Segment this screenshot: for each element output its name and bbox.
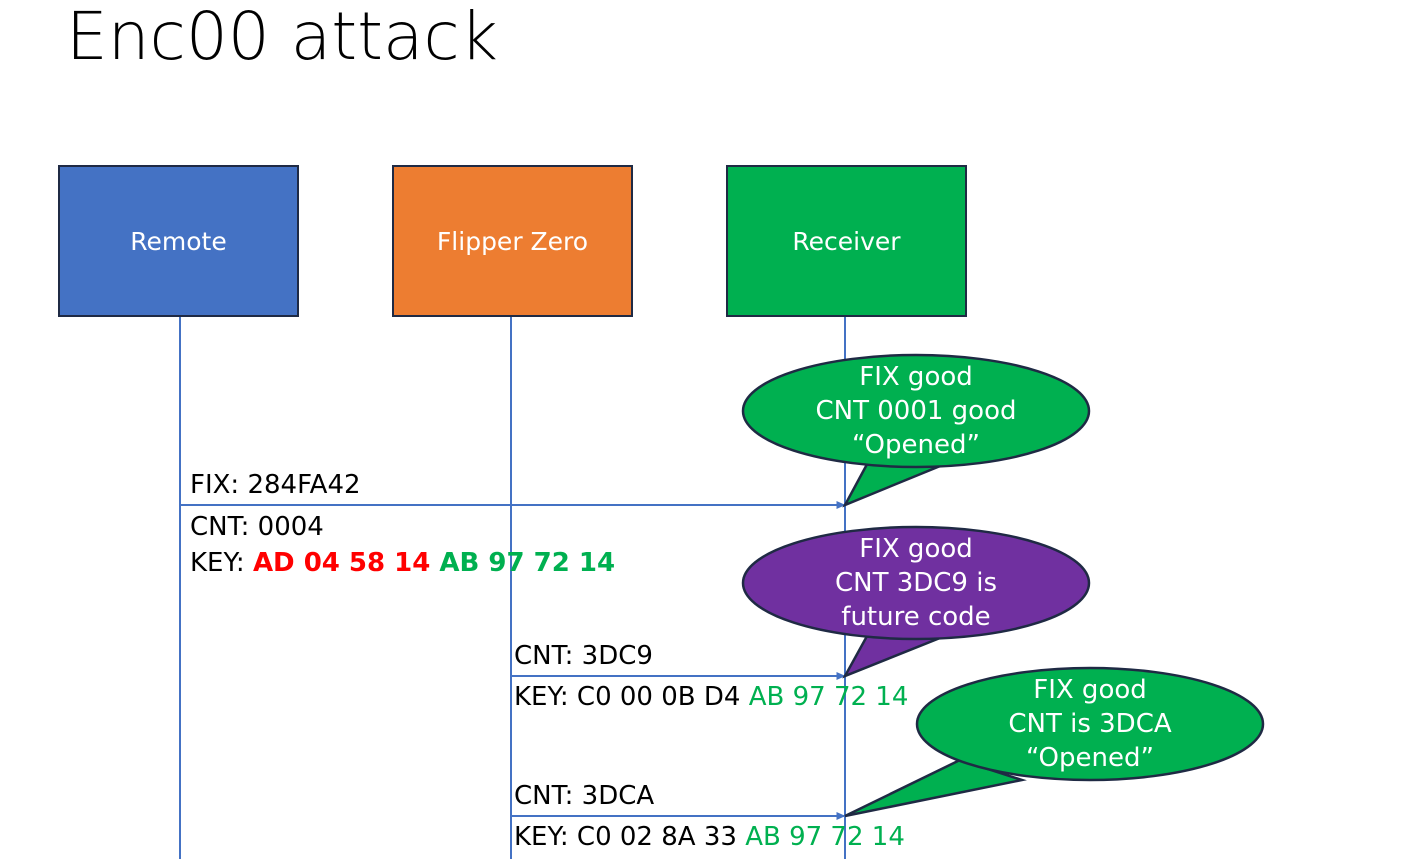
message-text-msg-2-line-1: CNT: 3DC9 <box>514 641 653 671</box>
message-text-segment: CNT: 3DC9 <box>514 641 653 671</box>
message-text-msg-1-line-3: KEY: AD 04 58 14 AB 97 72 14 <box>190 548 615 578</box>
actor-box-receiver: Receiver <box>726 165 967 317</box>
message-text-segment: FIX: 284FA42 <box>190 470 361 500</box>
message-text-segment: KEY: C0 00 0B D4 <box>514 682 749 712</box>
message-text-msg-3-line-1: CNT: 3DCA <box>514 781 654 811</box>
actor-box-flipper: Flipper Zero <box>392 165 633 317</box>
callout-bubble-callout-1 <box>741 353 1091 469</box>
message-text-segment: CNT: 0004 <box>190 512 324 542</box>
message-text-segment: CNT: 3DCA <box>514 781 655 811</box>
message-text-msg-1-line-2: CNT: 0004 <box>190 512 324 542</box>
callout-bubble-callout-3 <box>915 666 1265 782</box>
actor-label-receiver: Receiver <box>792 226 901 256</box>
message-text-segment: AB 97 72 14 <box>745 822 905 852</box>
message-text-segment: KEY: <box>190 548 253 578</box>
actor-label-remote: Remote <box>130 226 227 256</box>
callout-shapes-group <box>741 353 1265 818</box>
actor-box-remote: Remote <box>58 165 299 317</box>
page-title: Enc00 attack <box>66 0 498 75</box>
message-arrows-group <box>180 501 846 820</box>
actor-label-flipper: Flipper Zero <box>436 226 589 256</box>
message-text-segment: AB 97 72 14 <box>748 682 909 712</box>
message-text-msg-3-line-2: KEY: C0 02 8A 33 AB 97 72 14 <box>514 822 905 852</box>
message-text-segment: AD 04 58 14 <box>252 548 440 578</box>
message-text-msg-1-line-1: FIX: 284FA42 <box>190 470 361 500</box>
message-text-segment: AB 97 72 14 <box>439 548 616 578</box>
message-text-segment: KEY: C0 02 8A 33 <box>514 822 746 852</box>
callout-bubble-callout-2 <box>741 525 1091 641</box>
message-text-msg-2-line-2: KEY: C0 00 0B D4 AB 97 72 14 <box>514 682 908 712</box>
